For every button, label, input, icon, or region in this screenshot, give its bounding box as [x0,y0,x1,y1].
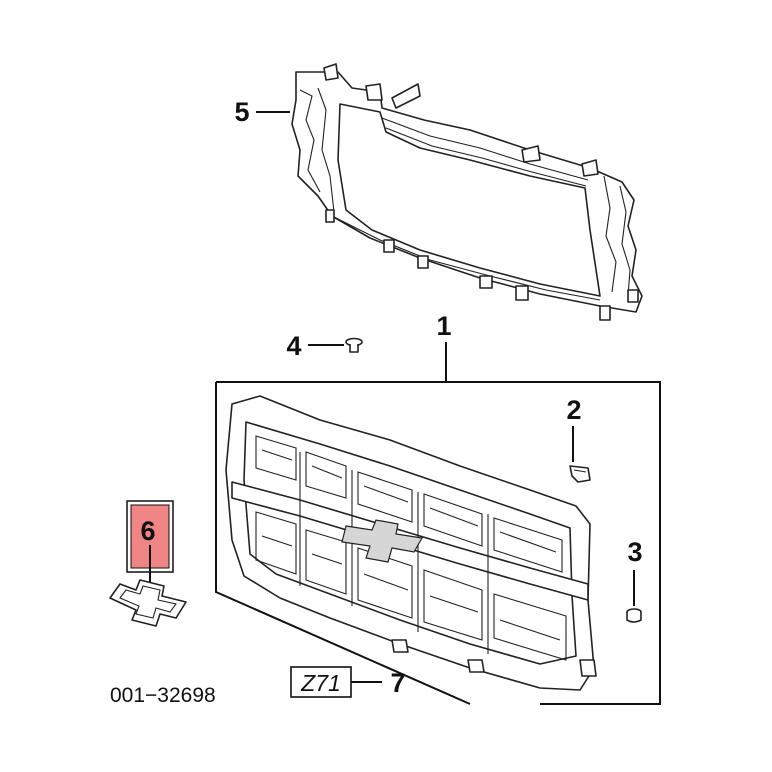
callout-3: 3 [627,537,642,567]
assembly-outline [215,381,661,705]
callout-5: 5 [234,97,249,127]
callout-6: 6 [140,516,155,546]
front-grille-part [225,395,597,691]
callout-2: 2 [566,395,581,425]
callout-1: 1 [436,311,451,341]
nut-part [626,608,642,623]
callout-4: 4 [286,331,301,361]
grille-emblem [341,519,423,563]
grille-bracket-part [291,63,643,321]
screw-part [345,337,363,353]
callout-7: 7 [390,668,405,698]
z71-badge-text: Z71 [300,670,341,696]
bowtie-emblem-part [109,579,187,627]
clip-part [569,465,591,483]
diagram-code: 001−32698 [110,684,216,707]
